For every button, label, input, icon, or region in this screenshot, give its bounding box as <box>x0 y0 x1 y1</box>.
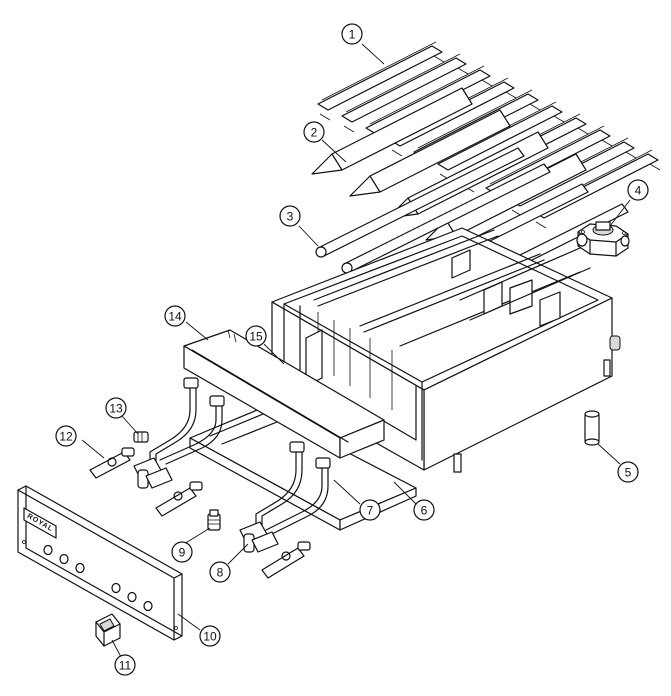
callout-number: 3 <box>287 210 294 224</box>
gas-regulator <box>576 221 630 257</box>
callout-14: 14 <box>164 305 186 327</box>
callout-number: 4 <box>635 184 642 198</box>
callout-11: 11 <box>114 654 136 676</box>
burner-tube-end <box>315 246 327 258</box>
callout-8: 8 <box>209 561 231 583</box>
callout-number: 7 <box>367 504 374 518</box>
grate-bar <box>437 105 563 171</box>
pilot-fitting <box>207 509 221 531</box>
callout-number: 15 <box>249 330 263 344</box>
callout-9: 9 <box>171 541 193 563</box>
callout-5: 5 <box>617 461 639 483</box>
leader-lines <box>81 43 631 658</box>
callout-3: 3 <box>279 205 301 227</box>
callout-number: 10 <box>203 630 217 644</box>
callout-number: 1 <box>349 28 356 42</box>
callout-circle <box>105 397 127 419</box>
grate-bar <box>365 69 491 135</box>
callout-circle <box>341 23 363 45</box>
callout-circle <box>199 625 221 647</box>
broiler-body <box>271 227 621 473</box>
valve-assemblies <box>133 377 331 579</box>
callout-circle <box>114 654 136 676</box>
callout-15: 15 <box>245 325 267 347</box>
gas-manifold <box>183 329 385 459</box>
radiant-ridge <box>369 175 381 193</box>
grate-bar <box>341 57 467 123</box>
valve-stem <box>89 447 135 479</box>
control-panel: ROYAL <box>17 485 183 641</box>
callout-circle <box>164 305 186 327</box>
drip-pan <box>189 407 417 531</box>
callout-circle <box>627 179 649 201</box>
callout-1: 1 <box>341 23 363 45</box>
orifice-fitting <box>133 431 149 443</box>
callout-circle <box>279 205 301 227</box>
radiant-shield <box>311 87 473 175</box>
callout-number: 14 <box>168 310 182 324</box>
callout-2: 2 <box>303 121 325 143</box>
callout-12: 12 <box>55 425 77 447</box>
callout-10: 10 <box>199 625 221 647</box>
callout-circle <box>209 561 231 583</box>
radiant-ridge <box>331 153 343 171</box>
leg <box>584 410 600 446</box>
callout-circle <box>171 541 193 563</box>
callout-circle <box>245 325 267 347</box>
callout-4: 4 <box>627 179 649 201</box>
callout-circle <box>359 499 381 521</box>
callout-6: 6 <box>413 499 435 521</box>
callout-number: 5 <box>625 466 632 480</box>
callout-number: 11 <box>119 659 132 673</box>
grate-bar <box>317 45 443 111</box>
callout-number: 12 <box>59 430 73 444</box>
callout-number: 6 <box>421 504 428 518</box>
grate-edge <box>319 41 445 121</box>
control-knob <box>95 613 121 647</box>
callout-circle <box>303 121 325 143</box>
grate-edge <box>343 53 469 133</box>
callout-number: 9 <box>179 546 186 560</box>
callout-circle <box>413 499 435 521</box>
callout-circle <box>55 425 77 447</box>
callout-circle <box>617 461 639 483</box>
callout-7: 7 <box>359 499 381 521</box>
callout-number: 8 <box>217 566 224 580</box>
callout-13: 13 <box>105 397 127 419</box>
callout-number: 13 <box>109 402 123 416</box>
radiant-shield <box>349 109 511 197</box>
callout-number: 2 <box>311 126 318 140</box>
